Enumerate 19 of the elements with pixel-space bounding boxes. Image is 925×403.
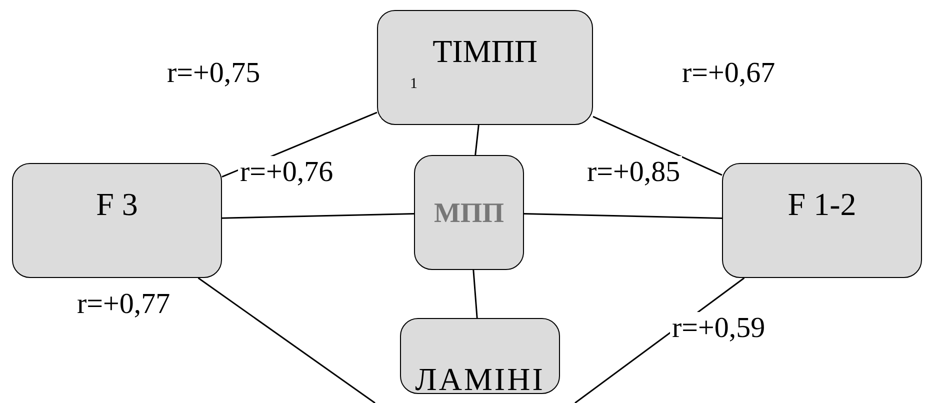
connector-line [472,270,478,318]
connector-line [524,213,722,219]
connector-line [592,116,722,176]
subscript-text: 1 [410,75,418,93]
node-title: F 1-2 [788,186,856,222]
edge-label: r=+0,85 [585,156,682,188]
node-title: ЛАМІНІ [415,361,545,397]
edge-label: r=+0,76 [238,156,336,188]
rounded-box [414,155,524,270]
rounded-box [12,163,222,278]
node-title: F 3 [96,186,138,222]
node-title: МПП [434,197,504,231]
rounded-box [722,163,922,278]
node-title: ТІМПП [432,33,538,69]
rounded-box [377,10,593,125]
connector-line [198,277,376,403]
connector-line [222,213,414,219]
connector-line [474,124,480,156]
rounded-box [400,318,560,394]
